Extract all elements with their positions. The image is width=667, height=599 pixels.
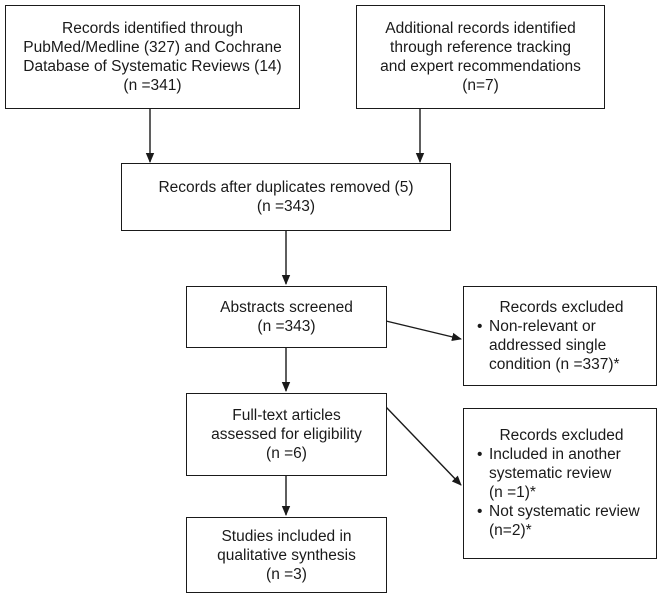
fulltext-line-1: Full-text articles (232, 407, 341, 424)
duplicates-line-1: Records after duplicates removed (5) (158, 179, 414, 196)
excluded-1-reason-count: condition (n =337)* (489, 356, 620, 373)
arrow-fulltext-to-excluded-2 (385, 406, 462, 486)
excluded-2-reason-2-line-1: Not systematic review (489, 503, 640, 520)
additional-records-box: Additional records identified through re… (356, 5, 605, 109)
excluded-1-reason-line-1: Non-relevant or (489, 318, 596, 335)
bullet-icon: • (477, 446, 483, 463)
fulltext-count: (n =6) (266, 445, 307, 462)
included-count: (n =3) (266, 565, 307, 583)
excluded-2-title: Records excluded (499, 427, 624, 444)
excluded-1-title: Records excluded (499, 299, 624, 316)
abstracts-screened-box: Abstracts screened (n =343) (186, 286, 387, 348)
bullet-icon: • (477, 318, 483, 335)
records-excluded-box-2: Records excluded • Included in another s… (463, 408, 657, 559)
duplicates-removed-box: Records after duplicates removed (5) (n … (121, 163, 451, 231)
excluded-2-reason-1-count: (n =1)* (489, 484, 536, 501)
identified-line-1: Records identified through (62, 20, 243, 37)
screened-count: (n =343) (257, 318, 316, 335)
identified-line-2: PubMed/Medline (327) and Cochrane (23, 39, 282, 56)
additional-count: (n=7) (462, 77, 499, 94)
fulltext-line-2: assessed for eligibility (211, 426, 362, 443)
identified-count: (n =341) (123, 77, 182, 94)
additional-line-3: and expert recommendations (380, 58, 581, 75)
studies-included-box: Studies included in qualitative synthesi… (186, 517, 387, 593)
included-line-2: qualitative synthesis (217, 546, 356, 564)
excluded-2-bullet-item-2: • Not systematic review (n=2)* (473, 502, 650, 540)
excluded-2-reason-1-line-1: Included in another (489, 446, 621, 463)
included-line-1: Studies included in (221, 527, 352, 545)
identified-records-box: Records identified through PubMed/Medlin… (5, 5, 300, 109)
excluded-2-reason-1-line-2: systematic review (489, 465, 612, 482)
additional-line-1: Additional records identified (385, 20, 576, 37)
excluded-2-reason-2-count: (n=2)* (489, 522, 532, 539)
excluded-1-reason-line-2: addressed single (489, 337, 607, 354)
bullet-icon: • (477, 503, 483, 520)
arrow-screened-to-excluded-1 (385, 320, 462, 341)
excluded-1-bullet-item: • Non-relevant or addressed single condi… (473, 317, 650, 374)
records-excluded-box-1: Records excluded • Non-relevant or addre… (463, 286, 657, 386)
excluded-2-bullet-item-1: • Included in another systematic review … (473, 445, 650, 502)
identified-line-3: Database of Systematic Reviews (14) (23, 58, 282, 75)
fulltext-assessed-box: Full-text articles assessed for eligibil… (186, 393, 387, 476)
duplicates-count: (n =343) (256, 198, 316, 215)
additional-line-2: through reference tracking (390, 39, 571, 56)
screened-line-1: Abstracts screened (220, 299, 353, 316)
